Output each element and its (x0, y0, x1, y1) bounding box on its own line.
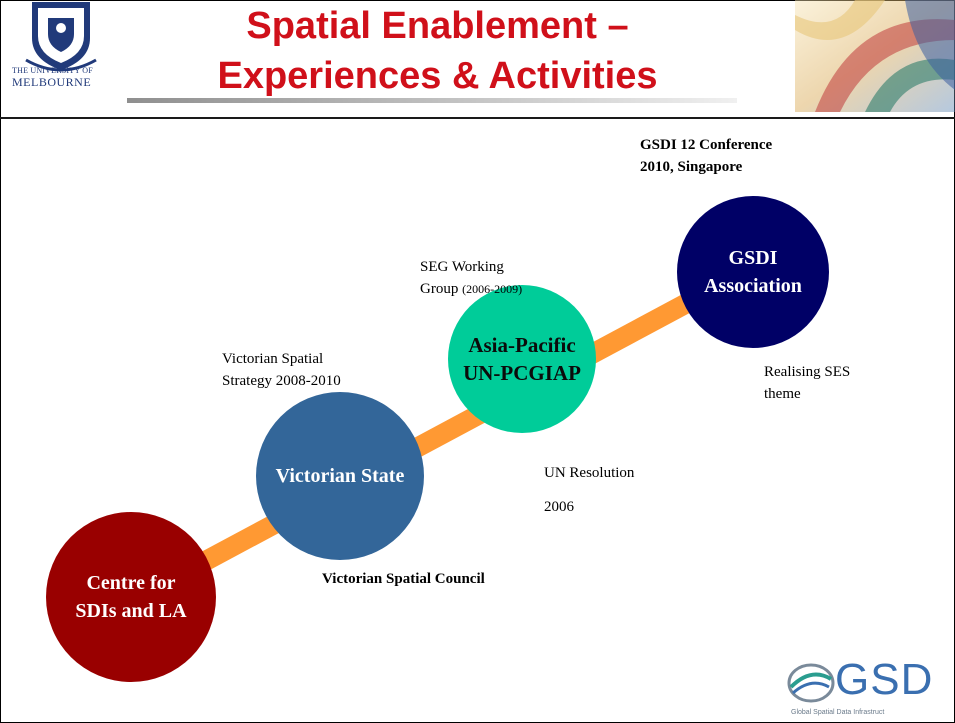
node-gsdi-association: GSDI Association (677, 196, 829, 348)
victorian-spatial-strategy-label: Victorian Spatial Strategy 2008-2010 (222, 348, 341, 392)
seg-years: (2006-2009) (462, 282, 523, 296)
university-name-line1: THE UNIVERSITY OF (12, 66, 93, 75)
gsdi-swirl-icon (787, 663, 835, 703)
vss-line1: Victorian Spatial (222, 351, 324, 367)
node-asia-pacific-line2: UN-PCGIAP (463, 361, 581, 385)
gsdi-conference-line2: 2010, Singapore (640, 159, 743, 175)
page-title-line1: Spatial Enablement – (246, 5, 629, 47)
title-underline (127, 98, 737, 103)
header-divider (0, 117, 955, 119)
gsdi-logo: GSD Global Spatial Data Infrastruct (785, 655, 955, 723)
node-victorian-state-label: Victorian State (275, 465, 405, 487)
realising-ses-label: Realising SES theme (764, 361, 850, 405)
gsdi-logo-text: GSD (835, 655, 934, 704)
gsdi-conference-line1: GSDI 12 Conference (640, 137, 773, 153)
page-title-line2: Experiences & Activities (217, 55, 658, 97)
university-crest-icon (25, 2, 97, 72)
node-asia-pacific: Asia-Pacific UN-PCGIAP (448, 285, 596, 433)
node-centre-sdis-line2: SDIs and LA (75, 600, 187, 622)
victorian-spatial-council-label: Victorian Spatial Council (322, 571, 485, 587)
node-victorian-state: Victorian State (256, 392, 424, 560)
gsdi-conference-label: GSDI 12 Conference 2010, Singapore (640, 134, 772, 178)
university-name-line2: MELBOURNE (12, 75, 92, 89)
node-gsdi-line1: GSDI (728, 247, 778, 269)
node-gsdi-line2: Association (704, 275, 802, 297)
node-centre-sdis-line1: Centre for (86, 572, 176, 594)
slide-header: THE UNIVERSITY OF MELBOURNE Spatial Enab… (0, 0, 955, 119)
seg-working-group-label: SEG Working Group (2006-2009) (420, 256, 522, 300)
realising-line1: Realising SES (764, 364, 851, 380)
node-centre-sdis: Centre for SDIs and LA (46, 512, 216, 682)
connector-line (165, 271, 735, 589)
node-asia-pacific-line1: Asia-Pacific (468, 333, 576, 357)
vss-line2: Strategy 2008-2010 (222, 373, 341, 389)
realising-line2: theme (764, 386, 801, 402)
un-resolution-year: 2006 (544, 499, 574, 515)
decorative-corner-image (795, 0, 955, 112)
un-resolution-label: UN Resolution (544, 465, 635, 481)
seg-line2: Group (420, 281, 459, 297)
gsdi-logo-subtext: Global Spatial Data Infrastruct (791, 709, 885, 716)
seg-line1: SEG Working (420, 259, 504, 275)
